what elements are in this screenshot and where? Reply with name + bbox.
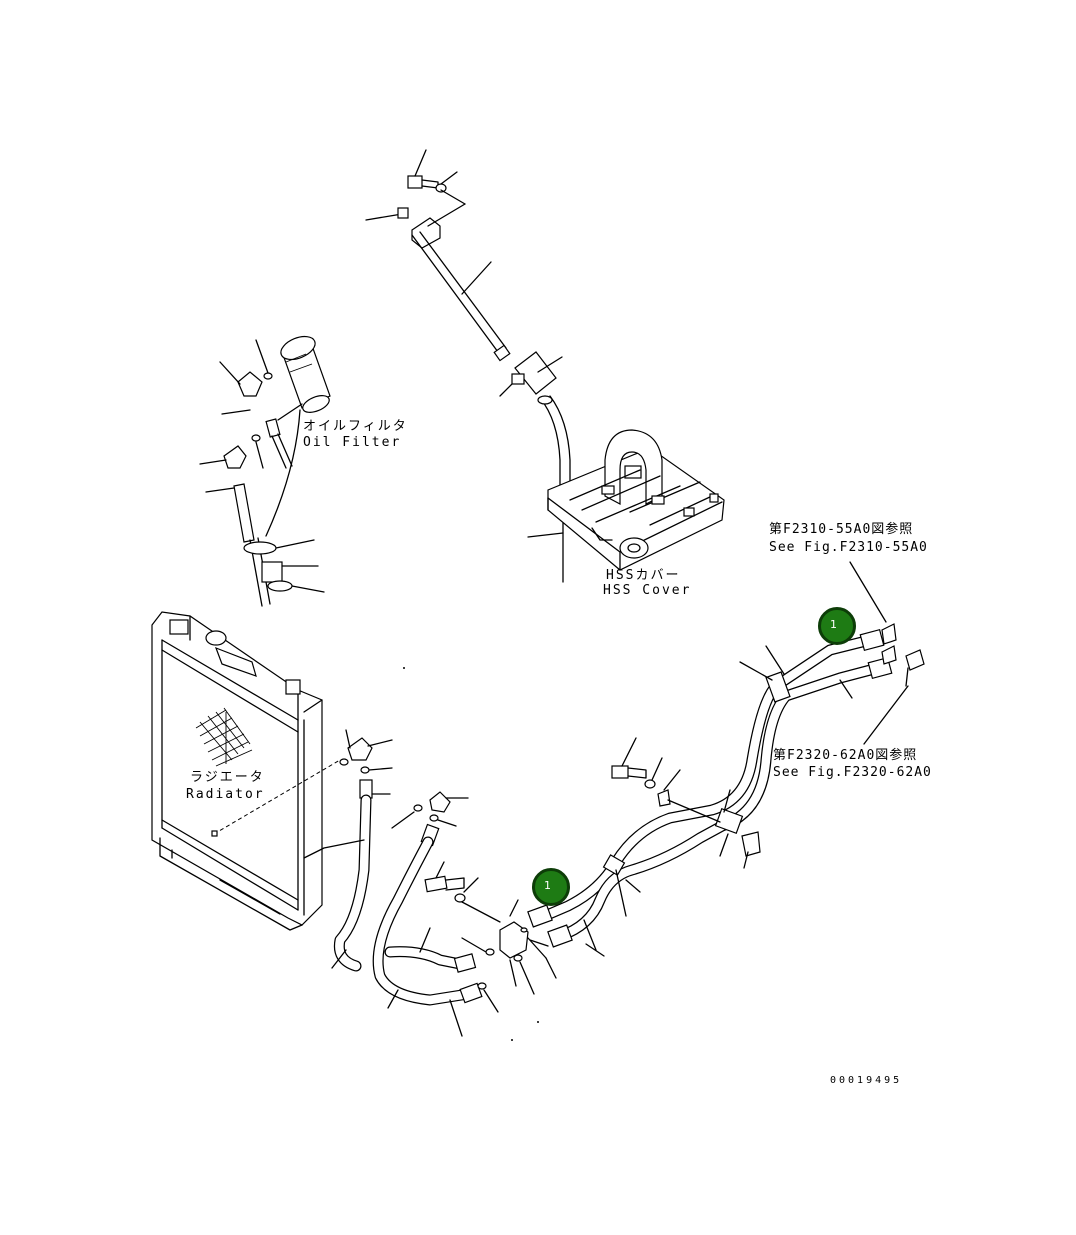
reference-top-jp: 第F2310-55A0図参照 [769, 522, 914, 537]
oil-filter-label-en: Oil Filter [303, 435, 402, 450]
callout-number: 1 [830, 618, 837, 631]
radiator-drawing [151, 611, 341, 931]
callout-marker-1-top[interactable]: 1 [818, 607, 856, 645]
drawing-number: 00019495 [830, 1075, 903, 1086]
right-hose-assembly [527, 561, 925, 957]
callout-marker-1-bottom[interactable]: 1 [532, 868, 570, 906]
reference-bottom-jp: 第F2320-62A0図参照 [773, 748, 918, 763]
oil-filter-label-jp: オイルフィルタ [303, 419, 408, 434]
hss-cover-drawing [547, 429, 725, 571]
center-block-assembly [424, 861, 557, 995]
oil-filter-assembly [199, 335, 331, 607]
callout-number: 1 [544, 879, 551, 892]
radiator-core-grid [195, 707, 253, 767]
radiator-label-jp: ラジエータ [190, 770, 265, 785]
hss-cover-label-jp: HSSカバー [606, 568, 681, 583]
reference-bottom-en: See Fig.F2320-62A0 [773, 765, 932, 780]
reference-top-en: See Fig.F2310-55A0 [769, 540, 928, 555]
radiator-label-en: Radiator [186, 787, 265, 802]
hss-cover-label-en: HSS Cover [603, 583, 692, 598]
upper-pipe-assembly [365, 149, 571, 583]
lower-left-hoses [303, 729, 499, 1037]
